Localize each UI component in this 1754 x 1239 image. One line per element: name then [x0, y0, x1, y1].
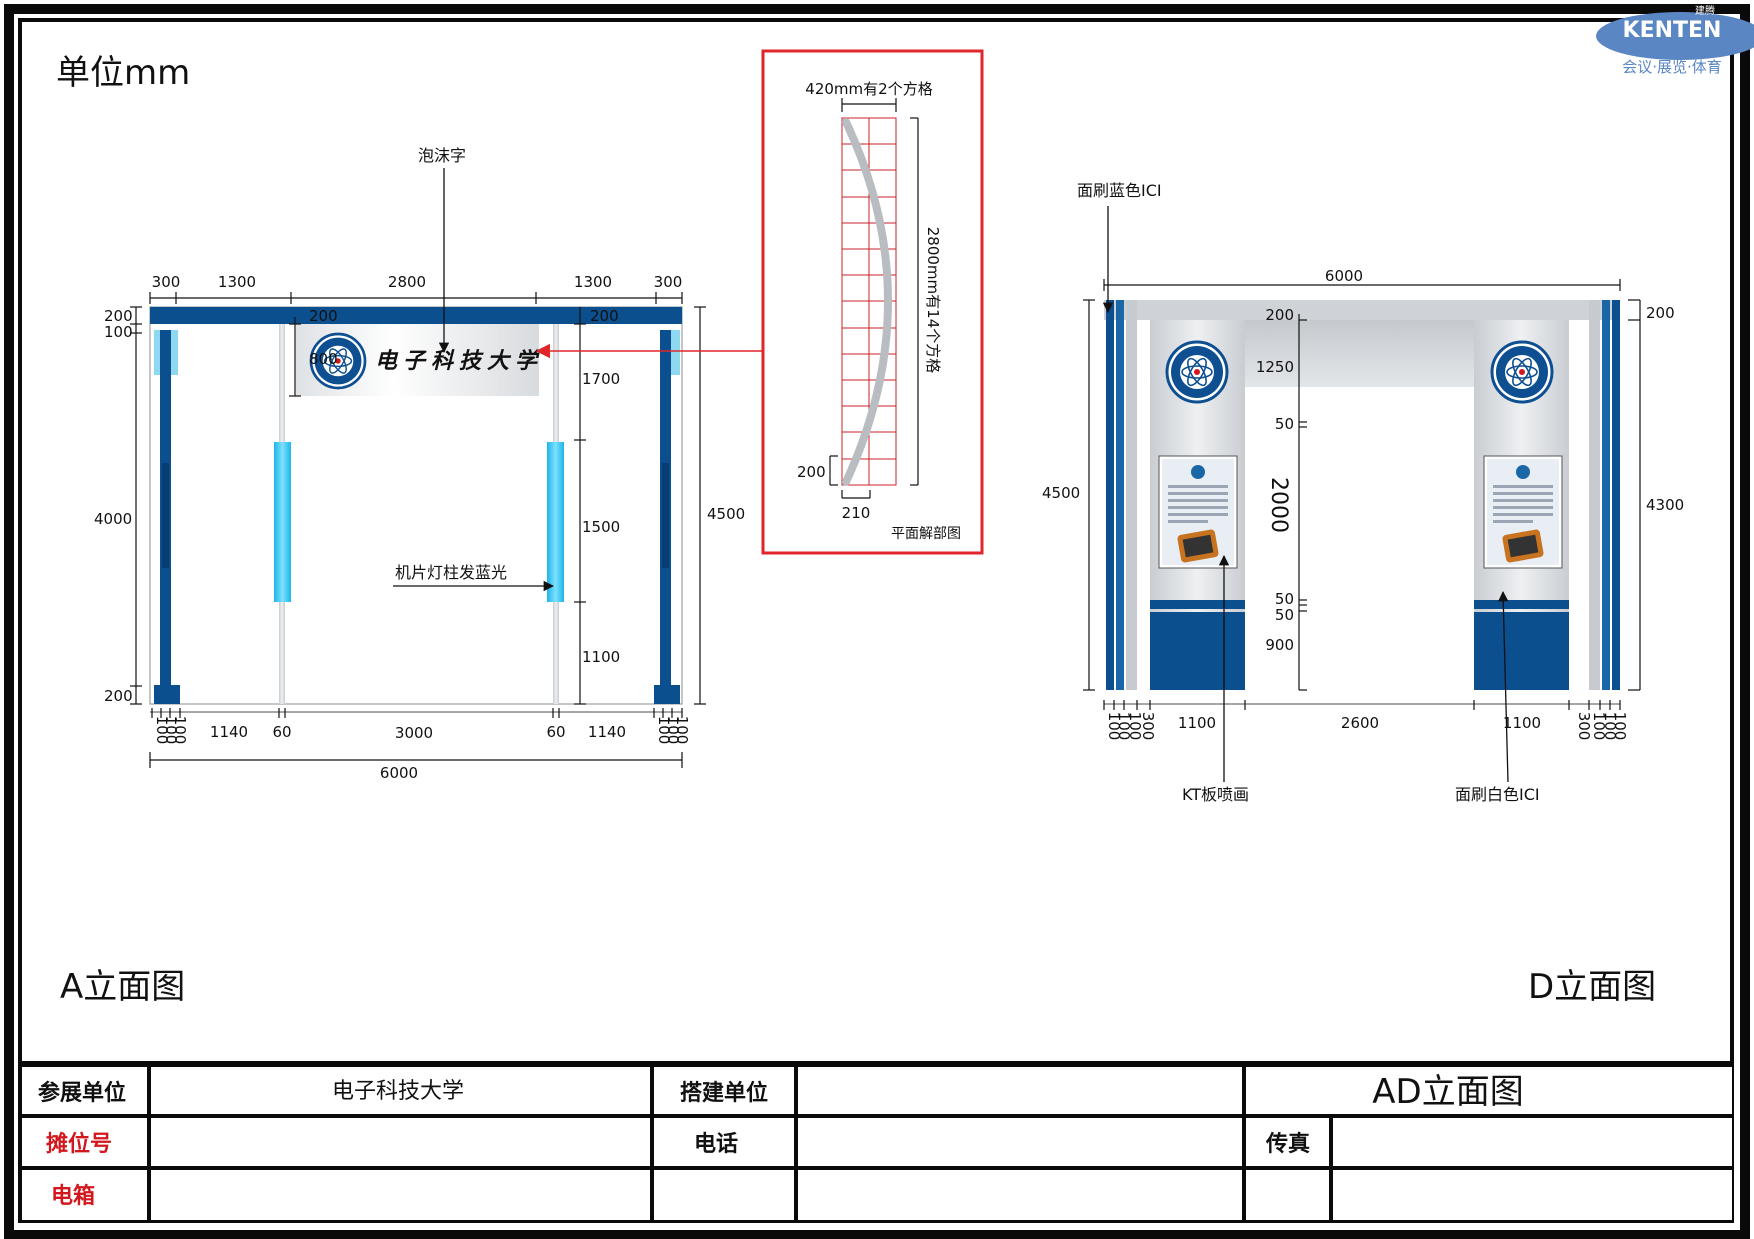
power-box-label: 电箱	[51, 1183, 95, 1209]
dimension-label: 6000	[380, 764, 418, 782]
fax-label: 传真	[1265, 1131, 1310, 1157]
dimension-label: 1300	[574, 273, 612, 291]
booth-a-left-base	[154, 685, 180, 704]
detail-curved-panel	[842, 118, 892, 486]
outer-frame	[4, 4, 1750, 1239]
dimension-label: 2600	[1341, 714, 1379, 732]
dimension-label: 100	[104, 323, 133, 341]
dimension-label: 100	[162, 716, 180, 745]
brand-logo-text: KENTEN	[1623, 18, 1722, 43]
dimension-label: 4500	[707, 505, 745, 523]
dimension-label: 100	[1590, 712, 1608, 741]
dimension-label: 100	[1601, 712, 1619, 741]
dimension-label: 1700	[582, 370, 620, 388]
dimension-label: 100	[153, 716, 171, 745]
dimension-label: 200	[104, 307, 133, 325]
dimension-label: 1250	[1256, 358, 1294, 376]
dimension-label: 200	[1265, 306, 1294, 324]
note-blue-paint: 面刷蓝色ICI	[1077, 181, 1162, 200]
brand-tagline: 会议·展览·体育	[1622, 58, 1722, 76]
dimension-label: 800	[309, 350, 338, 368]
booth-a-top-beam	[150, 307, 682, 324]
dimension-label: 300	[1139, 712, 1157, 741]
dimension-label: 100	[1115, 712, 1133, 741]
dimension-label: 60	[546, 723, 565, 741]
fascia-sign-text: 电子科技大学	[375, 348, 543, 374]
light-column-left	[274, 442, 291, 602]
unit-label: 单位mm	[56, 53, 190, 93]
detail-panel: 420mm有2个方格 2800mm有14个方格 200 210 平面解部图	[761, 49, 984, 555]
exhibitor-value: 电子科技大学	[332, 1079, 464, 1104]
note-foam-letters: 泡沫字	[418, 146, 466, 165]
dimension-label: 1100	[1178, 714, 1216, 732]
dimension-label: 300	[152, 273, 181, 291]
dimension-label: 2800	[388, 273, 426, 291]
detail-caption: 平面解部图	[891, 526, 961, 542]
dimension-label: 50	[1275, 606, 1294, 624]
booth-d-header-panel	[1245, 320, 1474, 387]
elevation-a: 电子科技大学 300	[94, 146, 768, 782]
dimension-label: 300	[654, 273, 683, 291]
dimension-label: 4300	[1646, 496, 1684, 514]
dimension-label: 100	[171, 716, 189, 745]
dimension-label: 300	[1575, 712, 1593, 741]
note-kt-board: KT板喷画	[1182, 785, 1249, 804]
dimension-label: 1300	[218, 273, 256, 291]
dimension-label: 2000	[1266, 477, 1291, 533]
dimension-label: 100	[1611, 712, 1629, 741]
brand-logo: KENTEN 建腾 会议·展览·体育	[1596, 4, 1754, 76]
detail-bottom-label: 210	[842, 504, 871, 522]
dimension-label: 50	[1275, 590, 1294, 608]
drawing-title: AD立面图	[1372, 1072, 1523, 1112]
phone-label: 电话	[694, 1132, 738, 1157]
dimension-label: 4500	[1042, 484, 1080, 502]
university-logo-d-right	[1490, 340, 1554, 404]
dimension-label: 4000	[94, 510, 132, 528]
dimension-label: 1140	[588, 723, 626, 741]
dimension-label: 200	[590, 307, 619, 325]
dimension-label: 1140	[210, 723, 248, 741]
builder-label: 搭建单位	[680, 1080, 768, 1106]
booth-a-right-base	[654, 685, 680, 704]
elevation-a-title: A立面图	[60, 967, 185, 1007]
note-white-paint: 面刷白色ICI	[1455, 785, 1540, 804]
dimension-label: 100	[673, 716, 691, 745]
dimension-label: 200	[1646, 304, 1675, 322]
detail-top-label: 420mm有2个方格	[805, 80, 932, 98]
dimension-label: 100	[664, 716, 682, 745]
note-light-columns: 机片灯柱发蓝光	[395, 563, 507, 582]
light-column-right	[547, 442, 564, 602]
detail-left-label: 200	[797, 463, 826, 481]
inner-frame	[18, 18, 1734, 1223]
dimension-label: 100	[1105, 712, 1123, 741]
dimension-label: 900	[1265, 636, 1294, 654]
dimension-label: 1100	[582, 648, 620, 666]
university-logo-d-left	[1165, 340, 1229, 404]
dimension-label: 6000	[1325, 267, 1363, 285]
elevation-d-title: D立面图	[1528, 967, 1656, 1007]
dimension-label: 200	[309, 307, 338, 325]
dimension-label: 60	[272, 723, 291, 741]
title-block: 参展单位 电子科技大学 搭建单位 AD立面图 摊位号 电话 传真 电箱	[22, 1061, 1732, 1220]
dimension-label: 200	[104, 687, 133, 705]
dimension-label: 100	[655, 716, 673, 745]
dimension-label: 50	[1275, 415, 1294, 433]
dimension-label: 1100	[1503, 714, 1541, 732]
dimension-label: 1500	[582, 518, 620, 536]
detail-side-label: 2800mm有14个方格	[924, 227, 942, 374]
dimension-label: 100	[1126, 712, 1144, 741]
detail-frame	[761, 49, 984, 555]
brand-logo-small-text: 建腾	[1695, 4, 1715, 17]
exhibitor-label: 参展单位	[38, 1080, 126, 1106]
booth-number-label: 摊位号	[46, 1131, 112, 1157]
elevation-d: 6000 4500 200 4300 200 1250 50 2000 50 5…	[1042, 181, 1684, 804]
dimension-label: 3000	[395, 724, 433, 742]
